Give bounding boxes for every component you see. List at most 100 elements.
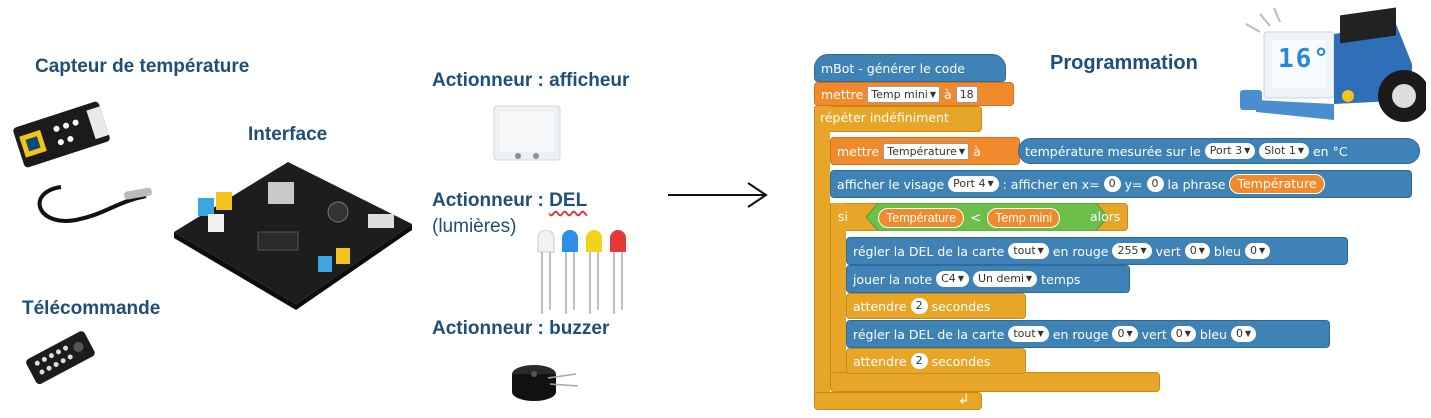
- sensor-reporter-label: température mesurée sur le: [1025, 143, 1201, 159]
- wait-seconds-input[interactable]: 2: [910, 298, 928, 314]
- hat-block-label: mBot - générer le code: [821, 60, 965, 76]
- to-keyword: à: [973, 143, 981, 159]
- play-note-block[interactable]: jouer la note C4▼ Un demi▼ temps: [846, 265, 1130, 293]
- note-value: C4: [941, 272, 956, 285]
- wait-block-2[interactable]: attendre 2 secondes: [846, 348, 1026, 374]
- blue-value-dropdown[interactable]: 0▼: [1230, 326, 1257, 342]
- set-led-label: régler la DEL de la carte: [853, 326, 1005, 342]
- dropdown-caret-icon: ▼: [1244, 329, 1252, 338]
- slot-dropdown-1[interactable]: Slot 1▼: [1259, 143, 1309, 159]
- duration-value: Un demi: [977, 272, 1025, 285]
- y-label: y=: [1124, 176, 1143, 192]
- label-actuator-display: Actionneur : afficheur: [432, 70, 630, 91]
- set-led-block-2[interactable]: régler la DEL de la carte tout▼ en rouge…: [846, 320, 1330, 348]
- display-actuator-image: [493, 105, 561, 161]
- if-keyword: si: [838, 209, 848, 224]
- dropdown-caret-icon: ▼: [1184, 329, 1191, 338]
- unit-label: en °C: [1312, 143, 1348, 159]
- label-actuator-led-prefix: Actionneur :: [432, 190, 550, 211]
- label-actuator-buzzer: Actionneur : buzzer: [432, 318, 610, 339]
- leds-image: [537, 230, 626, 314]
- green-value-dropdown[interactable]: 0▼: [1170, 326, 1196, 342]
- red-value-dropdown[interactable]: 255▼: [1112, 243, 1152, 259]
- led-which-dropdown[interactable]: tout▼: [1008, 326, 1049, 342]
- green-value-dropdown[interactable]: 0▼: [1184, 243, 1210, 259]
- forever-label: répéter indéfiniment: [820, 110, 949, 125]
- green-label: vert: [1155, 243, 1181, 259]
- play-note-label: jouer la note: [853, 271, 933, 287]
- forever-block-arm: [814, 106, 830, 406]
- wait-seconds-input[interactable]: 2: [910, 353, 928, 369]
- label-temp-sensor: Capteur de température: [35, 56, 250, 77]
- dropdown-caret-icon: ▼: [957, 274, 964, 283]
- blue-value-dropdown[interactable]: 0▼: [1244, 243, 1271, 259]
- dropdown-caret-icon: ▼: [1037, 246, 1044, 255]
- to-keyword: à: [944, 86, 952, 102]
- dropdown-caret-icon: ▼: [958, 146, 966, 156]
- dropdown-caret-icon: ▼: [1244, 146, 1251, 155]
- led-which-label: tout: [1013, 244, 1036, 257]
- label-remote: Télécommande: [22, 298, 161, 319]
- red-value-dropdown[interactable]: 0▼: [1112, 326, 1138, 342]
- phrase-label: la phrase: [1167, 176, 1226, 192]
- label-actuator-led-word: DEL: [549, 190, 588, 211]
- right-arrow-icon: [668, 182, 768, 208]
- dropdown-caret-icon: ▼: [1198, 246, 1205, 255]
- led-which-label: tout: [1013, 327, 1036, 340]
- dropdown-caret-icon: ▼: [1258, 246, 1266, 255]
- forever-block-bottom: [814, 392, 982, 410]
- dropdown-caret-icon: ▼: [987, 179, 994, 188]
- remote-control-image: [26, 331, 95, 385]
- interface-board-image: [174, 162, 412, 310]
- show-at-x-label: : afficher en x=: [1002, 176, 1100, 192]
- var-dropdown-temp-mini[interactable]: Temp mini▼: [867, 85, 941, 103]
- show-face-block[interactable]: afficher le visage Port 4▼ : afficher en…: [830, 170, 1412, 198]
- var-dropdown-label: Temp mini: [871, 87, 928, 101]
- label-interface: Interface: [248, 124, 328, 145]
- blue-label: bleu: [1199, 326, 1227, 342]
- dropdown-caret-icon: ▼: [929, 89, 937, 99]
- beats-label: temps: [1041, 271, 1081, 287]
- x-input[interactable]: 0: [1103, 176, 1121, 192]
- duration-dropdown[interactable]: Un demi▼: [972, 271, 1038, 287]
- temperature-sensor-reporter[interactable]: température mesurée sur le Port 3▼ Slot …: [1018, 138, 1420, 164]
- set-led-label: régler la DEL de la carte: [853, 243, 1005, 259]
- hat-block[interactable]: mBot - générer le code: [814, 54, 1006, 82]
- green-value: 0: [1189, 244, 1197, 257]
- then-keyword: alors: [1090, 209, 1121, 224]
- dropdown-caret-icon: ▼: [1026, 274, 1033, 283]
- wait-block-1[interactable]: attendre 2 secondes: [846, 293, 1026, 319]
- set-temp-mini-block[interactable]: mettre Temp mini▼ à 18: [814, 82, 1014, 106]
- set-keyword: mettre: [821, 86, 864, 102]
- port-dropdown-label: Port 3: [1209, 144, 1243, 157]
- dropdown-caret-icon: ▼: [1126, 329, 1133, 338]
- blue-label: bleu: [1213, 243, 1241, 259]
- blue-value: 0: [1235, 327, 1243, 340]
- red-value: 0: [1117, 327, 1125, 340]
- var-dropdown-label: Température: [887, 144, 957, 158]
- label-programmation: Programmation: [1050, 52, 1198, 74]
- led-which-dropdown[interactable]: tout▼: [1008, 243, 1049, 259]
- less-than-operator: <: [970, 210, 982, 226]
- mbot-robot-image: [1240, 7, 1426, 122]
- y-input[interactable]: 0: [1146, 176, 1164, 192]
- set-led-block-1[interactable]: régler la DEL de la carte tout▼ en rouge…: [846, 237, 1348, 265]
- port-dropdown-4[interactable]: Port 4▼: [948, 176, 999, 192]
- forever-block-top[interactable]: [814, 106, 982, 132]
- set-temperature-block[interactable]: mettre Température▼ à: [830, 137, 1020, 165]
- temperature-sensor-image: [13, 101, 152, 223]
- robot-display-text: 16°: [1278, 44, 1331, 74]
- green-label: vert: [1141, 326, 1167, 342]
- note-dropdown[interactable]: C4▼: [936, 271, 969, 287]
- red-label: en rouge: [1052, 243, 1109, 259]
- temperature-variable-reporter[interactable]: Température: [1229, 174, 1325, 194]
- value-input-18[interactable]: 18: [955, 85, 978, 103]
- condition-right-reporter[interactable]: Temp mini: [987, 208, 1061, 228]
- slot-dropdown-label: Slot 1: [1264, 144, 1296, 157]
- condition-content: Température < Temp mini: [878, 208, 1061, 228]
- var-dropdown-temperature[interactable]: Température▼: [883, 142, 970, 160]
- port-dropdown-3[interactable]: Port 3▼: [1204, 143, 1256, 159]
- if-block-arm: [830, 203, 846, 381]
- dropdown-caret-icon: ▼: [1037, 329, 1044, 338]
- condition-left-reporter[interactable]: Température: [878, 208, 965, 228]
